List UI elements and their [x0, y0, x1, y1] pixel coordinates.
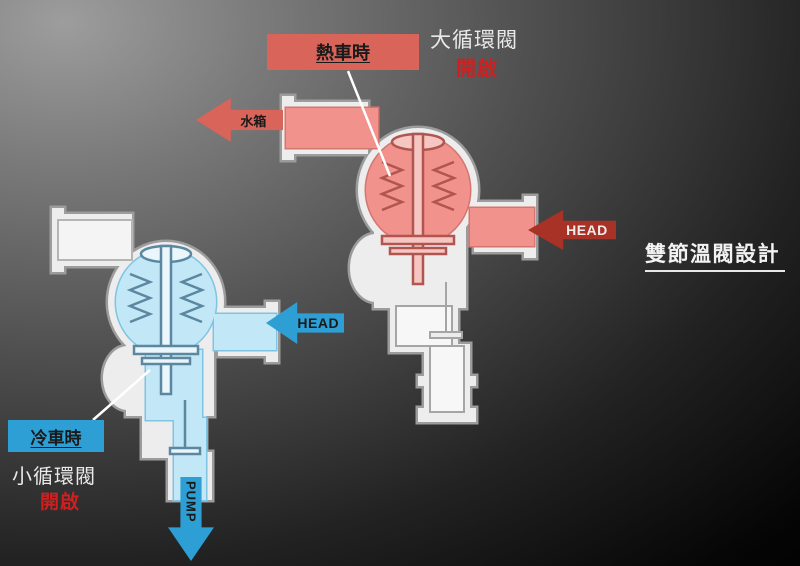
hot-head-flow-arrow: HEAD: [528, 210, 616, 250]
hot-head-arrow-label: HEAD: [566, 222, 608, 238]
cold-head-arrow-label: HEAD: [297, 315, 340, 331]
hot-valve-state: 開啟: [456, 58, 498, 80]
radiator-arrow-label: 水箱: [240, 113, 267, 129]
page-title: 雙節溫閥設計: [645, 243, 780, 266]
cold-valve-diagram: [46, 200, 280, 500]
cold-valve-name: 小循環閥: [12, 466, 96, 488]
hot-valve-name: 大循環閥: [430, 29, 518, 52]
hot-valve-diagram: [278, 86, 538, 426]
hot-valve-mechanism: [378, 132, 458, 286]
cold-closed-outlet: [57, 219, 133, 261]
cold-condition-label: 冷車時: [30, 428, 82, 448]
title-underline: [645, 270, 785, 272]
cold-valve-mechanism: [126, 244, 206, 456]
hot-condition-label: 熱車時: [316, 43, 370, 63]
hot-valve-lower-chamber: [395, 282, 465, 413]
cold-condition-callout: 冷車時: [8, 420, 104, 452]
hot-condition-callout: 熱車時: [267, 34, 419, 70]
radiator-flow-arrow: 水箱: [196, 98, 283, 142]
cold-valve-state: 開啟: [40, 492, 81, 513]
pump-arrow-label: PUMP: [183, 481, 199, 523]
